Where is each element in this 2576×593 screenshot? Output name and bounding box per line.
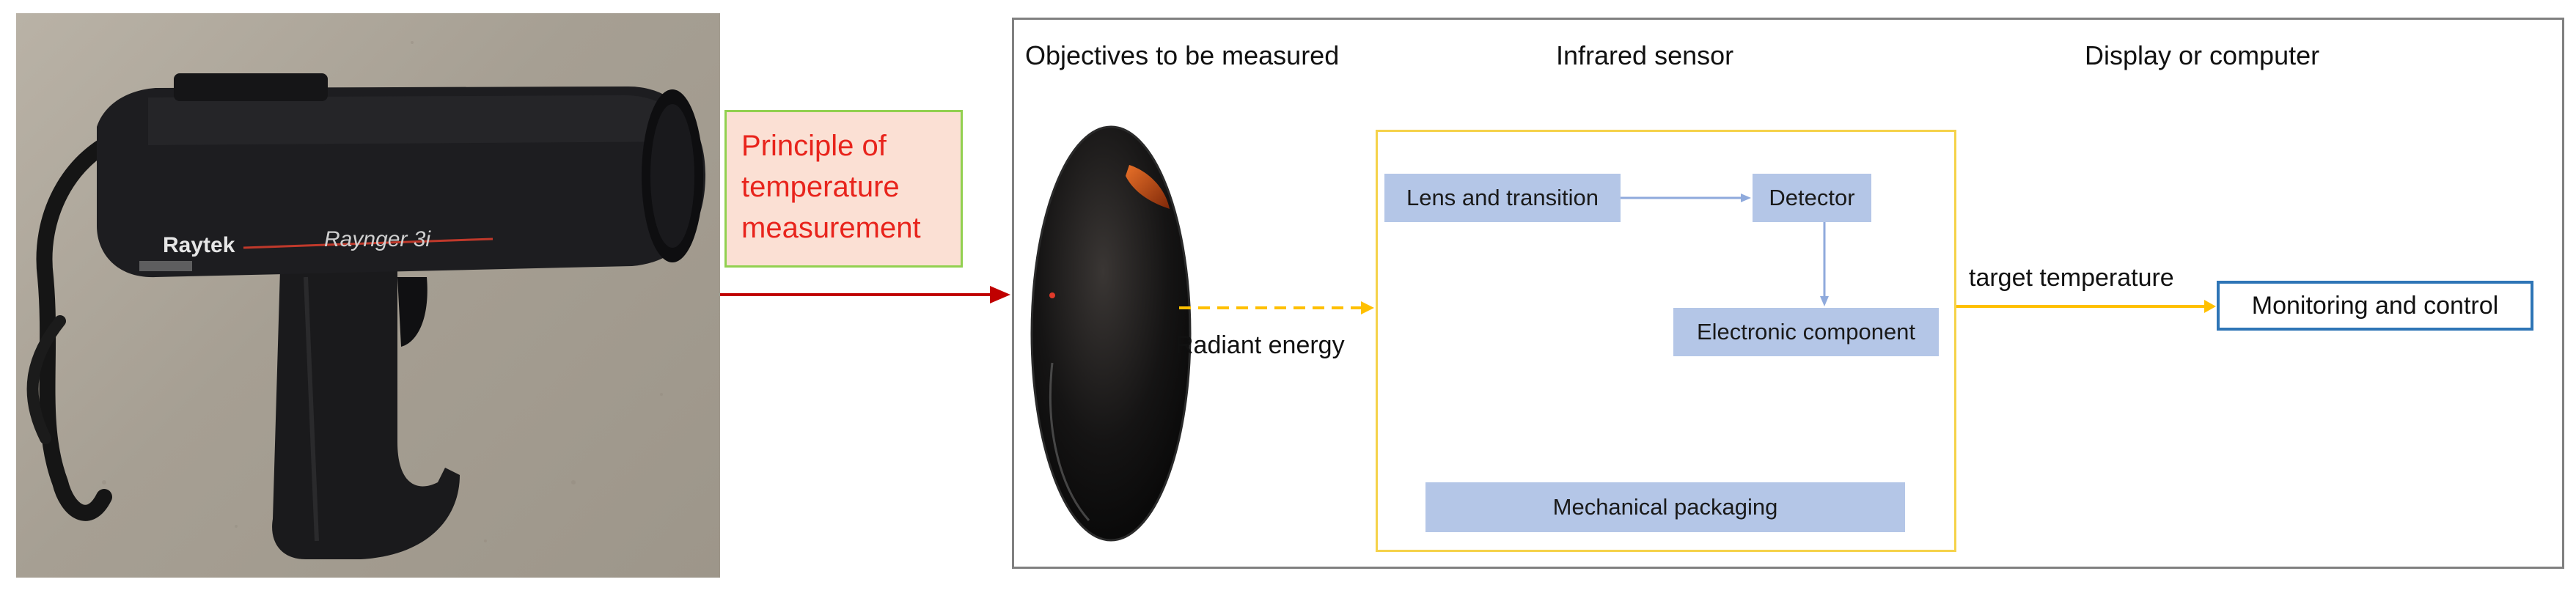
lens-and-transition-box: Lens and transition — [1384, 174, 1621, 222]
thermometer-illustration: Raynger 3i — [26, 41, 705, 559]
lens-to-detector-arrowhead — [1741, 194, 1751, 202]
target-temperature-label: target temperature — [1969, 264, 2174, 292]
target-temperature-arrowhead — [2204, 300, 2216, 313]
section-title-objectives: Objectives to be measured — [1025, 40, 1340, 70]
section-title-sensor: Infrared sensor — [1556, 40, 1734, 70]
electronic-component-box: Electronic component — [1673, 308, 1939, 356]
principle-line-2: temperature — [741, 171, 900, 203]
monitoring-and-control-box: Monitoring and control — [2217, 281, 2533, 331]
infrared-thermometer-photo: Raynger 3i Raytek — [16, 13, 720, 578]
principle-label-box: Principle of temperature measurement — [724, 110, 963, 268]
radiant-energy-arrowhead — [1361, 301, 1374, 314]
infrared-sensor-box — [1376, 130, 1956, 552]
mechanical-packaging-box: Mechanical packaging — [1425, 482, 1905, 532]
detector-to-electronic-arrowhead — [1820, 296, 1829, 306]
raynger-logo: Raynger 3i — [324, 227, 431, 251]
detector-box: Detector — [1753, 174, 1871, 222]
principle-line-1: Principle of — [741, 130, 887, 162]
raytek-logo: Raytek — [163, 233, 235, 257]
principle-arrowhead — [990, 286, 1010, 303]
principle-line-3: measurement — [741, 212, 921, 244]
radiant-energy-label: Radiant energy — [1175, 331, 1345, 359]
target-object-disc — [1030, 125, 1192, 542]
section-title-display: Display or computer — [2085, 40, 2320, 70]
